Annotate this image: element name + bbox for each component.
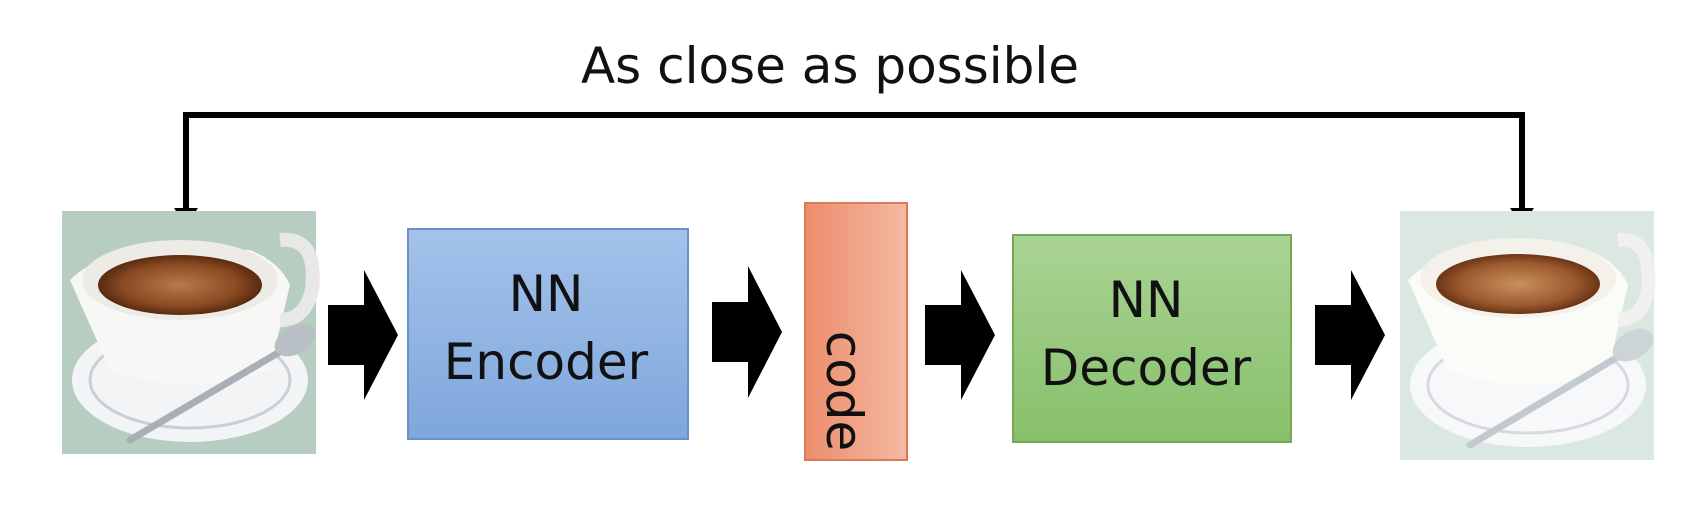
arrow-input-to-encoder: [328, 270, 398, 400]
arrow-encoder-to-code: [712, 266, 782, 398]
encoder-label-line1: NN: [508, 265, 584, 323]
encoder-label: NN Encoder: [408, 260, 684, 396]
arrow-decoder-to-output: [1315, 270, 1385, 400]
decoder-label-line1: NN: [1108, 271, 1184, 329]
input-image-coffee-cup: [62, 211, 320, 454]
feedback-label: As close as possible: [580, 37, 1080, 95]
decoder-box: [1012, 234, 1292, 443]
autoencoder-diagram: [62, 112, 1656, 461]
decoder-label: NN Decoder: [1008, 266, 1284, 402]
decoder-label-line2: Decoder: [1040, 339, 1252, 397]
encoder-label-line2: Encoder: [443, 333, 649, 391]
output-image-reconstructed-coffee-cup: [1400, 211, 1656, 460]
code-label: code: [815, 330, 873, 452]
encoder-box: [407, 228, 689, 440]
arrow-code-to-decoder: [925, 270, 995, 400]
code-box: [804, 202, 908, 461]
